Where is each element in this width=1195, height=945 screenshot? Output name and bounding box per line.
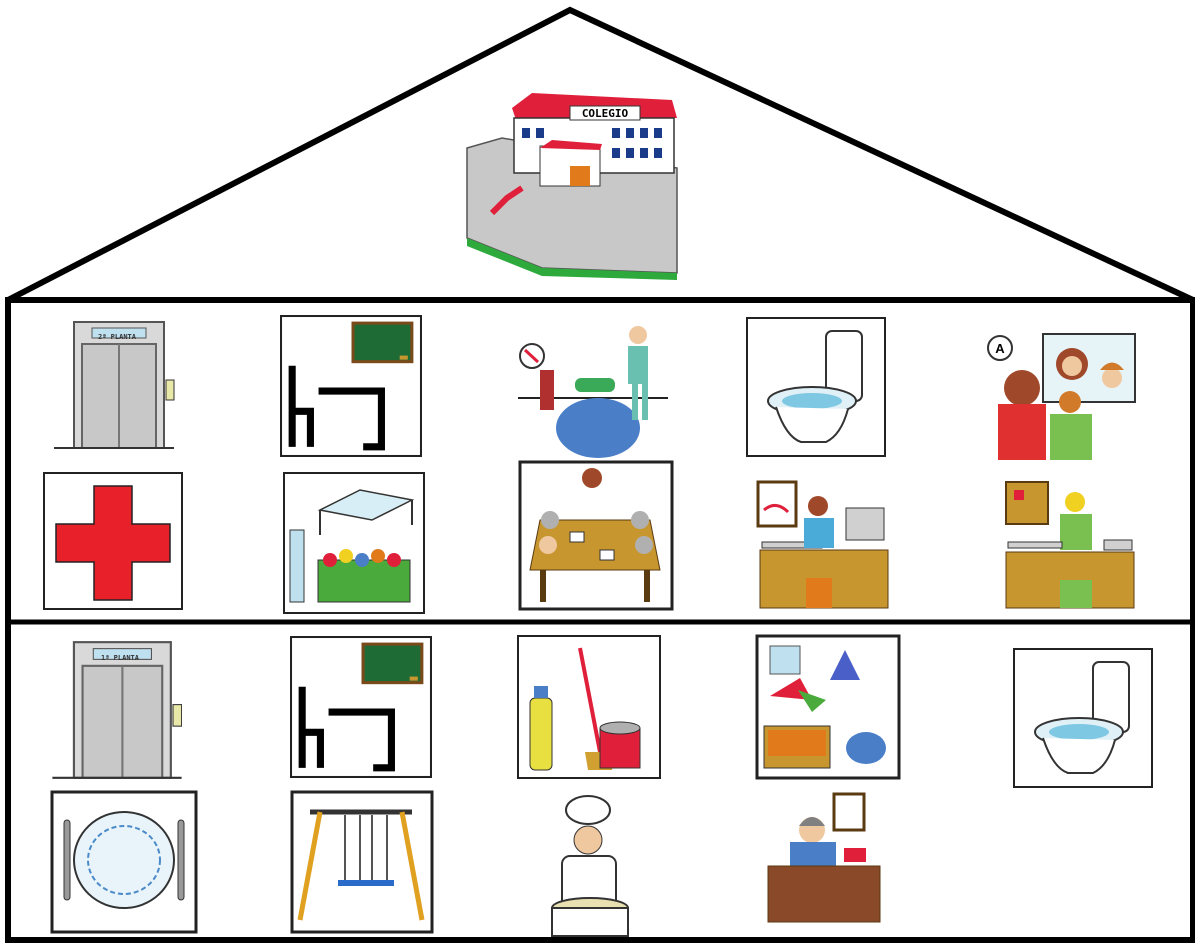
- swing-icon[interactable]: [290, 790, 434, 934]
- elevator-floor-display: 1ª PLANTA: [101, 654, 140, 662]
- storage-toys-materials-icon[interactable]: [755, 634, 901, 780]
- plate-cutlery-icon[interactable]: [50, 790, 198, 934]
- ground-floor-row-2: [50, 790, 881, 937]
- speech-bubble-letter: A: [995, 341, 1005, 356]
- office-computer-desk-icon[interactable]: [756, 480, 889, 609]
- concierge-telephone-icon[interactable]: [767, 792, 881, 923]
- red-cross-icon[interactable]: [43, 472, 183, 610]
- principal-desk-icon[interactable]: [1005, 481, 1135, 609]
- speech-therapy-mirror-icon[interactable]: A: [987, 333, 1136, 460]
- chef-cooking-icon[interactable]: [551, 795, 629, 937]
- elevator-floor-display: 2ª PLANTA: [98, 333, 137, 341]
- elevator-icon[interactable]: [52, 641, 182, 779]
- physiotherapy-ball-icon[interactable]: [518, 326, 668, 458]
- upper-floor: 2ª PLANTA A: [52, 316, 1136, 460]
- classroom-desk-blackboard-icon[interactable]: [281, 316, 421, 456]
- upper-floor-row-2: [43, 460, 1135, 614]
- meeting-table-icon[interactable]: [518, 460, 674, 611]
- house-outline: [5, 6, 1195, 943]
- toilet-icon[interactable]: [1012, 648, 1154, 788]
- classroom-desk-blackboard-icon[interactable]: [291, 637, 431, 777]
- ground-floor: 1ª PLANTA: [52, 634, 1154, 788]
- school-building-icon: COLEGIO: [466, 93, 678, 280]
- school-sign: COLEGIO: [582, 107, 629, 120]
- toilet-icon[interactable]: [746, 317, 886, 457]
- cleaning-mop-bucket-icon[interactable]: [517, 635, 661, 779]
- sensory-room-ball-pit-icon[interactable]: [283, 472, 425, 614]
